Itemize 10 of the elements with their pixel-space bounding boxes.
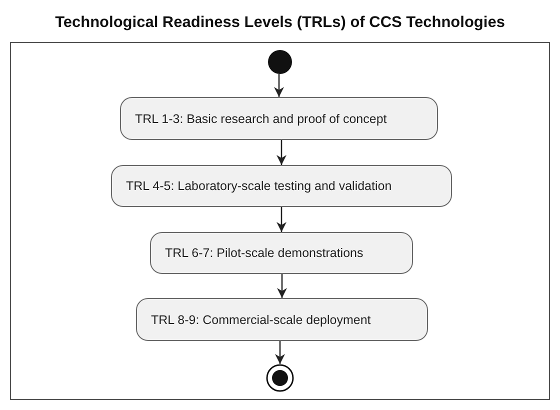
activity-box: TRL 4-5: Laboratory-scale testing and validation [111,165,452,207]
arrow [277,274,287,298]
activity-box: TRL 6-7: Pilot-scale demonstrations [150,232,413,274]
arrow [275,341,285,364]
activity-box: TRL 8-9: Commercial-scale deployment [136,298,428,341]
arrow [274,74,284,97]
diagram-title: Technological Readiness Levels (TRLs) of CCS Technologies [54,14,506,32]
activity-box: TRL 1-3: Basic research and proof of concept [120,97,438,140]
arrow [276,140,286,165]
arrow [276,207,286,232]
